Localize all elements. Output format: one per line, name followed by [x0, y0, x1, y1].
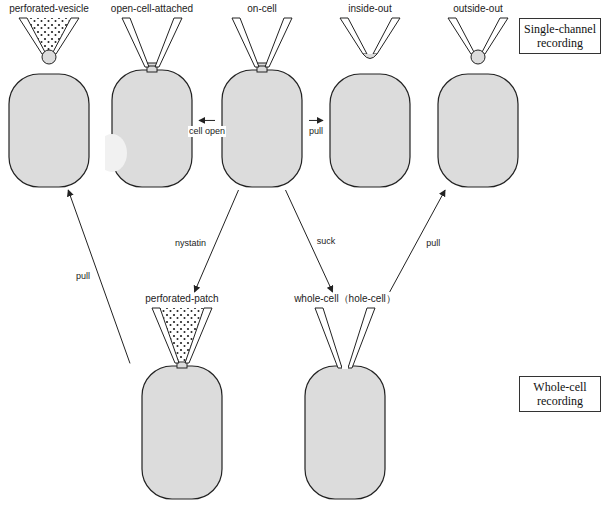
group-label-box: Whole-cell recording: [519, 376, 601, 412]
pipette-cell-illustration: [283, 292, 407, 502]
patch-configuration: on-cell: [215, 2, 309, 190]
pipette-cell-illustration: [323, 2, 417, 190]
configuration-name: inside-out: [323, 2, 417, 15]
pipette-cell-illustration: [431, 2, 525, 190]
group-label: Whole-cell recording: [523, 380, 597, 408]
edge-label: pull: [425, 238, 441, 249]
edge-label: cell open: [188, 126, 226, 137]
configuration-name: perforated-patch: [130, 292, 234, 305]
arrow: [309, 120, 323, 121]
edge-label: suck: [316, 236, 337, 247]
patch-configuration: perforated-patch: [130, 292, 234, 502]
edge-label: pull: [308, 126, 324, 137]
group-label: Single-channel recording: [523, 22, 597, 50]
edge-label: nystatin: [174, 238, 207, 249]
configuration-name: whole-cell（hole-cell）: [283, 292, 407, 305]
patch-configuration: whole-cell（hole-cell）: [283, 292, 407, 502]
configuration-name: outside-out: [431, 2, 525, 15]
pipette-cell-illustration: [130, 292, 234, 502]
configuration-name: on-cell: [215, 2, 309, 15]
patch-configuration: inside-out: [323, 2, 417, 190]
configuration-name: open-cell-attached: [105, 2, 199, 15]
configuration-name: perforated-vesicle: [1, 2, 97, 15]
patch-configuration: outside-out: [431, 2, 525, 190]
arrow: [390, 190, 445, 292]
patch-configuration: open-cell-attached: [105, 2, 199, 190]
patch-configuration: perforated-vesicle: [1, 2, 97, 190]
group-label-box: Single-channel recording: [519, 18, 601, 54]
arrow: [68, 190, 130, 363]
pipette-cell-illustration: [1, 2, 97, 190]
arrow: [199, 120, 215, 121]
pipette-cell-illustration: [105, 2, 199, 190]
edge-label: pull: [75, 271, 91, 282]
pipette-cell-illustration: [215, 2, 309, 190]
